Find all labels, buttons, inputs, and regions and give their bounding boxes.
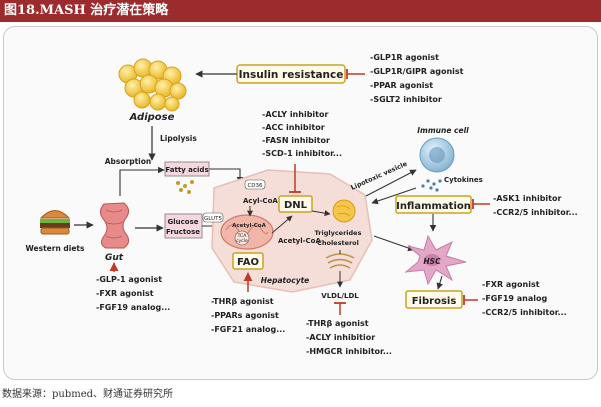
drug-item: -FGF21 analog... [211, 325, 285, 334]
cd36-label: CD36 [247, 183, 263, 189]
drug-item: -THRβ agonist [306, 319, 369, 328]
drug-item: -FXR agonist [482, 280, 540, 289]
drug-item: -FXR agonist [96, 289, 154, 298]
hsc-to-fibrosis-arrow [436, 275, 443, 290]
acyl-coa-inner-label: Acetyl-CoA [232, 223, 266, 229]
absorption-label: Absorption [105, 157, 152, 166]
drug-item: -HMGCR inhibitor... [306, 347, 392, 356]
drug-item: -FGF19 analog... [96, 303, 170, 312]
drug-item: -ACLY inhibitor [262, 110, 328, 119]
fibrosis-drug-list: -FXR agonist -FGF19 analog -CCR2/5 inhib… [482, 280, 567, 317]
cytokine-dots-icon [421, 179, 442, 192]
drug-item: -ACLY inhibitior [306, 333, 375, 342]
dnl-label: DNL [284, 200, 308, 211]
drug-item: -SGLT2 inhibitor [370, 95, 442, 104]
fibrosis-box [405, 290, 463, 309]
inflammation-label: Inflammation [396, 201, 471, 212]
immune-cell-label: Immune cell [417, 126, 469, 135]
immune-cell-icon [419, 137, 455, 173]
gut-label: Gut [105, 253, 124, 263]
glucose-label: Glucose [167, 218, 198, 226]
triglycerides-label: Triglycerides [315, 229, 362, 237]
insulin-drug-list: -GLP1R agonist -GLP1R/GIPR agonist -PPAR… [370, 53, 464, 104]
drug-item: -PPARs agonist [211, 311, 279, 320]
title-bar: 图18.MASH 治疗潜在策略 [0, 0, 601, 22]
dnl-box [278, 195, 313, 213]
drug-item: -GLP1R agonist [370, 53, 439, 62]
drug-item: -PPAR agonist [370, 81, 433, 90]
tca-cycle-icon [234, 230, 250, 246]
dnl-to-tg-arrow [311, 210, 331, 217]
cytokine-to-hepatocyte-arrow [371, 187, 417, 205]
glucose-fructose-box [164, 213, 203, 239]
glut5-tag [202, 212, 224, 223]
insulin-resistance-label: Insulin resistance [239, 69, 344, 81]
drug-item: -ACC inhibitor [262, 123, 325, 132]
acetyl-to-dnl-arrow [271, 215, 293, 234]
fibrosis-label: Fibrosis [412, 296, 457, 307]
lipolysis-label: Lipolysis [160, 134, 197, 143]
vldl-label: VLDL/LDL [321, 292, 359, 300]
fructose-label: Fructose [166, 228, 200, 236]
hepatocyte-label: Hepatocyte [261, 276, 310, 285]
burger-icon [39, 210, 71, 235]
gut-drug-list: -GLP-1 agonist -FXR agonist -FGF19 analo… [96, 275, 170, 312]
hsc-label: HSC [423, 257, 441, 266]
fatty-acids-to-liver-arrow [209, 168, 244, 184]
fao-label: FAO [237, 257, 259, 268]
western-diets-label: Western diets [26, 244, 85, 253]
drug-item: -CCR2/5 inhibitor... [493, 208, 578, 217]
dnl-drug-list: -ACLY inhibitor -ACC inhibitor -FASN inh… [262, 110, 342, 158]
source-note: 数据来源：pubmed、财通证券研究所 [2, 389, 174, 400]
fatty-acids-label: Fatty acids [165, 166, 208, 174]
inflammation-drug-list: -ASK1 inhibitor -CCR2/5 inhibitor... [493, 194, 578, 217]
gut-icon [100, 202, 130, 249]
cycle-label: cycle [236, 238, 248, 244]
hsc-icon [404, 234, 467, 286]
acyl-coa-label: Acyl-CoA [243, 197, 278, 205]
lipid-droplet-icon [332, 199, 356, 223]
inflammation-box [395, 195, 472, 214]
absorption-arrow [119, 166, 165, 196]
cytokines-label: Cytokines [444, 176, 483, 184]
drug-item: -FGF19 analog [482, 294, 547, 303]
adipose-icon [118, 58, 187, 112]
drug-item: -SCD-1 inhibitor... [262, 149, 342, 158]
acetyl-coa-label: Acetyl-CoA [278, 237, 321, 245]
drug-item: -ASK1 inhibitor [493, 194, 561, 203]
cd36-tag [244, 179, 266, 190]
cholesterol-label: Cholesterol [317, 239, 359, 247]
tca-label: TCA [237, 233, 248, 239]
drug-item: -CCR2/5 inhibitor... [482, 308, 567, 317]
drug-item: -GLP-1 agonist [96, 275, 162, 284]
vldl-drug-list: -THRβ agonist -ACLY inhibitior -HMGCR in… [306, 319, 392, 356]
drug-item: -FASN inhibitor [262, 136, 330, 145]
fatty-acid-dots-icon [176, 180, 194, 194]
glut5-label: GLUT5 [204, 216, 222, 222]
hepatocyte-to-hsc-arrow [373, 235, 415, 252]
hepatocyte-to-immune-arrow [365, 169, 417, 197]
fao-drug-list: -THRβ agonist -PPARs agonist -FGF21 anal… [211, 297, 285, 334]
drug-item: -GLP1R/GIPR agonist [370, 67, 464, 76]
lipotoxic-vesicle-label: Lipotoxic vesicle [350, 160, 409, 192]
adipose-label: Adipose [129, 112, 175, 123]
fao-box [232, 252, 264, 270]
drug-item: -THRβ agonist [211, 297, 274, 306]
figure-title: 图18.MASH 治疗潜在策略 [4, 3, 169, 18]
